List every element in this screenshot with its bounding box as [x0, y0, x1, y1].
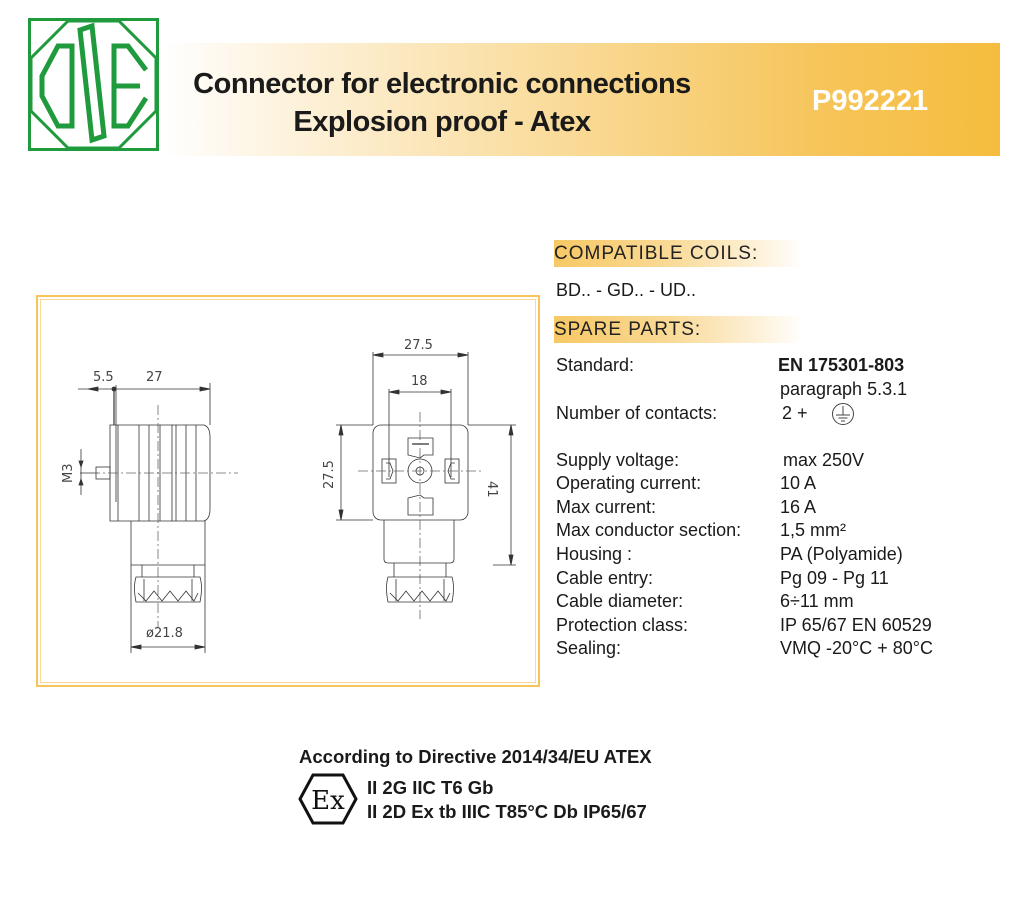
spec-value: 6÷11 mm: [780, 591, 854, 611]
dim-width: 27.5: [404, 338, 433, 353]
spec-label: Max current:: [556, 497, 657, 517]
dim-offset: 5.5: [93, 370, 114, 385]
atex-marking-dust: II 2D Ex tb IIIC T85°C Db IP65/67: [367, 801, 647, 822]
atex-marking-gas: II 2G IIC T6 Gb: [367, 777, 494, 798]
title-line-2: Explosion proof - Atex: [293, 106, 591, 138]
svg-text:Ex: Ex: [311, 786, 345, 816]
company-logo: [28, 18, 159, 151]
earth-ground-icon: [831, 403, 854, 426]
compatible-coils-value: BD.. - GD.. - UD..: [556, 280, 697, 300]
spec-label: Supply voltage:: [556, 450, 680, 470]
spec-value: IP 65/67 EN 60529: [780, 615, 932, 635]
product-code: P992221: [812, 85, 929, 117]
compatible-coils-heading: COMPATIBLE COILS:: [554, 240, 804, 267]
spec-label: Cable entry:: [556, 568, 654, 588]
technical-drawing: 5.5 27 M3: [61, 338, 516, 653]
standard-label: Standard:: [556, 355, 635, 375]
front-view: 27.5 18: [322, 338, 516, 619]
spec-value: Pg 09 - Pg 11: [780, 568, 889, 588]
spec-label: Max conductor section:: [556, 520, 742, 540]
dim-height: 27.5: [322, 460, 337, 489]
standard-subvalue: paragraph 5.3.1: [780, 379, 908, 399]
standard-value: EN 175301-803: [778, 355, 905, 375]
side-view: 5.5 27 M3: [61, 370, 238, 653]
spec-value: VMQ -20°C + 80°C: [780, 638, 933, 658]
spec-value: 10 A: [780, 473, 817, 493]
spec-label: Housing :: [556, 544, 633, 564]
contacts-value: 2 +: [782, 402, 855, 426]
contacts-label: Number of contacts:: [556, 403, 718, 423]
atex-heading: According to Directive 2014/34/EU ATEX: [299, 746, 652, 767]
spec-value: 1,5 mm²: [780, 520, 847, 540]
header-banner: Connector for electronic connections Exp…: [162, 43, 1000, 156]
title-line-1: Connector for electronic connections: [193, 68, 691, 100]
spec-label: Sealing:: [556, 638, 622, 658]
spec-value: PA (Polyamide): [780, 544, 903, 564]
page-title: Connector for electronic connections Exp…: [162, 65, 722, 141]
technical-drawing-frame: 5.5 27 M3: [36, 295, 540, 687]
spec-label: Protection class:: [556, 615, 689, 635]
dim-diameter: ø21.8: [146, 626, 183, 641]
spec-label: Operating current:: [556, 473, 702, 493]
dim-total-height: 41: [484, 481, 499, 498]
contacts-count: 2 +: [782, 403, 808, 423]
spec-value: 16 A: [780, 497, 817, 517]
spec-label: Cable diameter:: [556, 591, 684, 611]
dim-pin-spacing: 18: [411, 374, 428, 389]
ex-hexagon-icon: Ex: [298, 773, 358, 825]
dim-thread: M3: [61, 464, 76, 484]
spare-parts-heading: SPARE PARTS:: [554, 316, 804, 343]
spec-value: max 250V: [783, 450, 865, 470]
dim-length: 27: [146, 370, 163, 385]
